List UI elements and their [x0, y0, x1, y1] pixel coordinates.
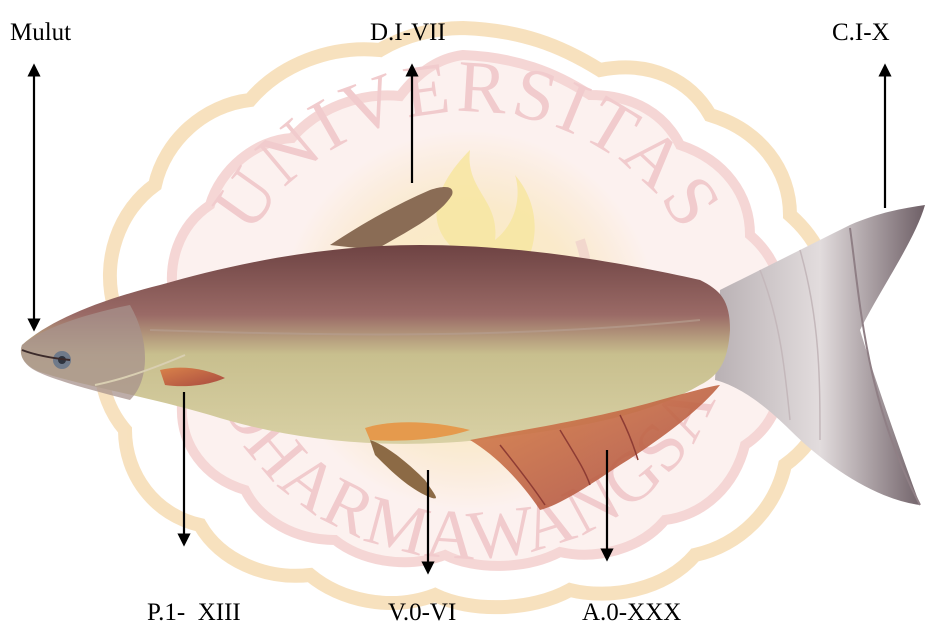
label-dorsal-fin: D.I-VII	[370, 20, 446, 45]
fish-head	[21, 305, 145, 400]
label-pectoral-fin: P.1- XIII	[147, 600, 241, 625]
label-mouth: Mulut	[10, 20, 71, 45]
label-caudal-fin: C.I-X	[832, 20, 890, 45]
label-ventral-fin: V.0-VI	[388, 600, 456, 625]
label-anal-fin: A.0-XXX	[582, 600, 681, 625]
